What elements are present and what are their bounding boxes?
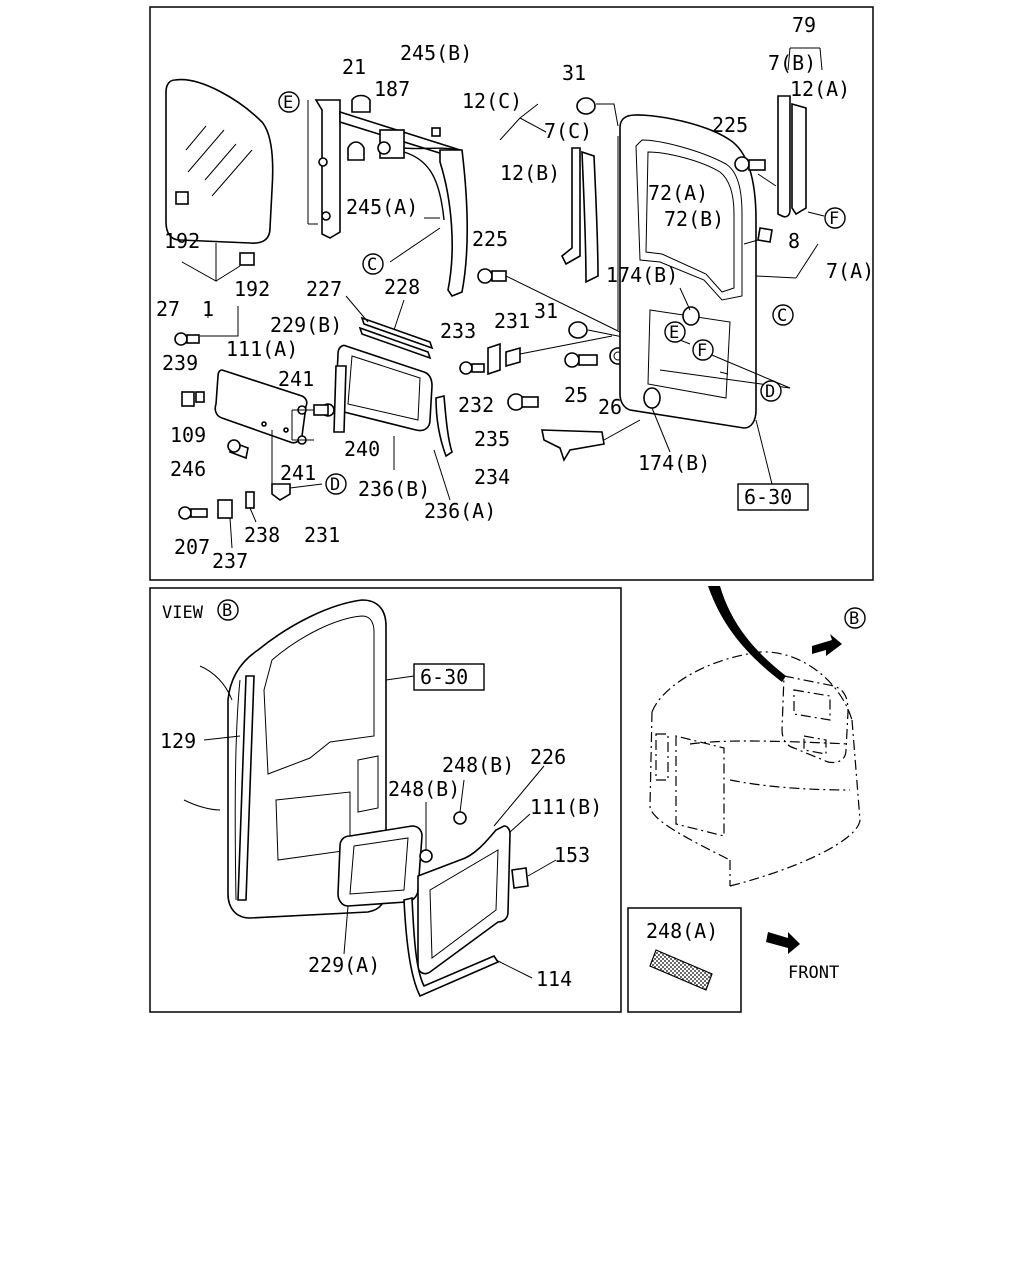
label-12b: 12(B) [500,161,560,185]
label-225-right: 225 [712,113,748,137]
callout-d-left [325,473,347,495]
label-7c: 7(C) [544,119,592,143]
label-235: 235 [474,427,510,451]
label-31-top: 31 [562,61,586,85]
rail-e [307,99,341,239]
label-237: 237 [212,549,248,573]
cab-illustration [649,586,861,887]
label-233: 233 [440,319,476,343]
label-229a: 229(A) [308,953,380,977]
label-236a: 236(A) [424,499,496,523]
label-231-bottom: 231 [304,523,340,547]
glass-part [165,78,274,244]
callout-d-left-label: D [330,475,340,495]
label-12a: 12(A) [790,77,850,101]
label-241-top: 241 [278,367,314,391]
inset-248a-frame [627,907,742,1013]
main-panel-frame [149,6,874,581]
label-227: 227 [306,277,342,301]
label-114: 114 [536,967,572,991]
label-174b-top: 174(B) [606,263,678,287]
label-7a: 7(A) [826,259,874,283]
label-31-center: 31 [534,299,558,323]
label-27: 27 [156,297,180,321]
label-248b-left: 248(B) [388,777,460,801]
label-79: 79 [792,13,816,37]
label-229b: 229(B) [270,313,342,337]
callout-b-cab [844,607,866,629]
label-25: 25 [564,383,588,407]
callout-d-right [760,380,782,402]
view-b-panel-frame [149,587,622,1013]
label-8: 8 [788,229,800,253]
label-245b: 245(B) [400,41,472,65]
ref-box-main [737,483,809,511]
label-111b: 111(B) [530,795,602,819]
label-207: 207 [174,535,210,559]
label-238: 238 [244,523,280,547]
label-234: 234 [474,465,510,489]
callout-f-mid [692,339,714,361]
label-225-center: 225 [472,227,508,251]
view-label: VIEW [162,603,204,623]
callout-b-view-label: B [222,601,232,621]
callout-b-cab-label: B [849,609,859,629]
callout-c-right [772,304,794,326]
label-1: 1 [202,297,214,321]
callout-c-right-label: C [777,306,787,326]
label-21: 21 [342,55,366,79]
label-226: 226 [530,745,566,769]
label-129: 129 [160,729,196,753]
label-248b-right: 248(B) [442,753,514,777]
label-248a: 248(A) [646,919,718,943]
callout-c-left-label: C [367,255,377,275]
callout-b-view [217,599,239,621]
label-12c: 12(C) [462,89,522,113]
callout-f-top [824,207,846,229]
label-109: 109 [170,423,206,447]
label-240: 240 [344,437,380,461]
door-frame [617,114,773,485]
label-7b: 7(B) [768,51,816,75]
label-236b: 236(B) [358,477,430,501]
label-246: 246 [170,457,206,481]
label-228: 228 [384,275,420,299]
callout-f-top-label: F [829,209,839,229]
label-231-center: 231 [494,309,530,333]
callout-e-mid [664,321,686,343]
label-72b: 72(B) [664,207,724,231]
label-174b-bottom: 174(B) [638,451,710,475]
ref-box-view-b-label: 6-30 [420,665,468,689]
label-192-right: 192 [234,277,270,301]
label-241-bottom: 241 [280,461,316,485]
callout-f-mid-label: F [697,341,707,361]
label-153: 153 [554,843,590,867]
callout-e-top [278,91,300,113]
label-192-left: 192 [164,229,200,253]
label-72a: 72(A) [648,181,708,205]
part-248a-pad [649,949,713,991]
front-label: FRONT [788,963,839,983]
label-26: 26 [598,395,622,419]
front-arrow-icon [766,932,800,954]
callout-c-left [362,253,384,275]
label-239: 239 [162,351,198,375]
label-232: 232 [458,393,494,417]
ref-box-view-b [413,663,485,691]
ref-box-main-label: 6-30 [744,485,792,509]
label-245a: 245(A) [346,195,418,219]
callout-e-mid-label: E [669,323,679,343]
callout-d-right-label: D [765,382,775,402]
callout-e-top-label: E [283,93,293,113]
label-187: 187 [374,77,410,101]
label-111a: 111(A) [226,337,298,361]
